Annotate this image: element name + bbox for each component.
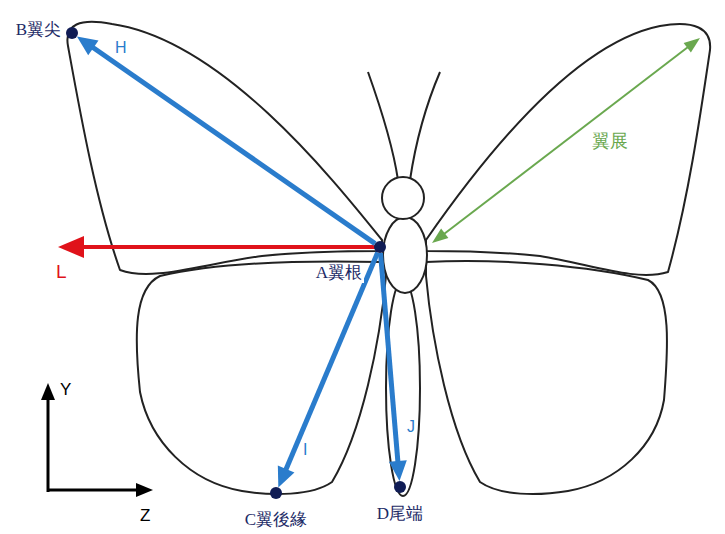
wingspan-arrow — [432, 38, 700, 243]
arrowhead — [432, 229, 448, 244]
annotation-label: 翼展 — [590, 131, 630, 151]
length-arrow — [58, 236, 380, 258]
right-hindwing — [426, 261, 667, 494]
point-dot-shape — [374, 241, 386, 253]
vector-label: J — [405, 417, 417, 437]
annotation-label: L — [54, 262, 69, 282]
point-label: C翼後緣 — [243, 510, 309, 530]
vector-line — [90, 46, 375, 244]
length-line — [80, 245, 380, 249]
point-marker: C翼後緣 — [270, 487, 282, 499]
axes — [41, 383, 153, 497]
z-axis — [47, 489, 138, 492]
arrowhead — [77, 36, 99, 55]
right-antenna — [410, 72, 440, 180]
point-dot-shape — [270, 487, 282, 499]
point-dot — [66, 27, 78, 39]
vector-line — [380, 253, 398, 465]
point-dot-shape — [394, 481, 406, 493]
y-axis — [47, 398, 50, 492]
point-dot-shape — [66, 27, 78, 39]
point-label: B翼尖 — [14, 20, 63, 40]
point-label: D尾端 — [375, 504, 425, 524]
annotation-label: Y — [58, 380, 73, 400]
point-marker: B翼尖 — [66, 27, 78, 39]
head — [382, 177, 424, 219]
vector-label: H — [113, 38, 129, 58]
wingspan-line — [444, 47, 688, 234]
arrowhead — [278, 466, 295, 488]
point-dot — [270, 487, 282, 499]
vector-arrow — [77, 36, 375, 243]
vector-label: I — [301, 440, 309, 460]
thorax — [383, 217, 427, 293]
vector-arrow — [380, 253, 406, 481]
point-marker: A翼根 — [374, 241, 386, 253]
point-dot — [394, 481, 406, 493]
point-label: A翼根 — [314, 263, 364, 283]
arrowhead — [136, 483, 153, 497]
vector-line — [285, 253, 378, 473]
arrowhead — [684, 38, 700, 53]
arrowhead — [58, 236, 84, 258]
arrowhead — [41, 383, 55, 400]
point-marker: D尾端 — [394, 481, 406, 493]
annotation-label: Z — [138, 506, 152, 526]
left-antenna — [368, 72, 398, 180]
left-forewing — [67, 22, 382, 274]
vector-arrow — [278, 253, 378, 488]
arrowhead — [389, 460, 407, 481]
right-forewing — [426, 24, 710, 275]
left-hindwing — [137, 261, 386, 494]
point-dot — [374, 241, 386, 253]
